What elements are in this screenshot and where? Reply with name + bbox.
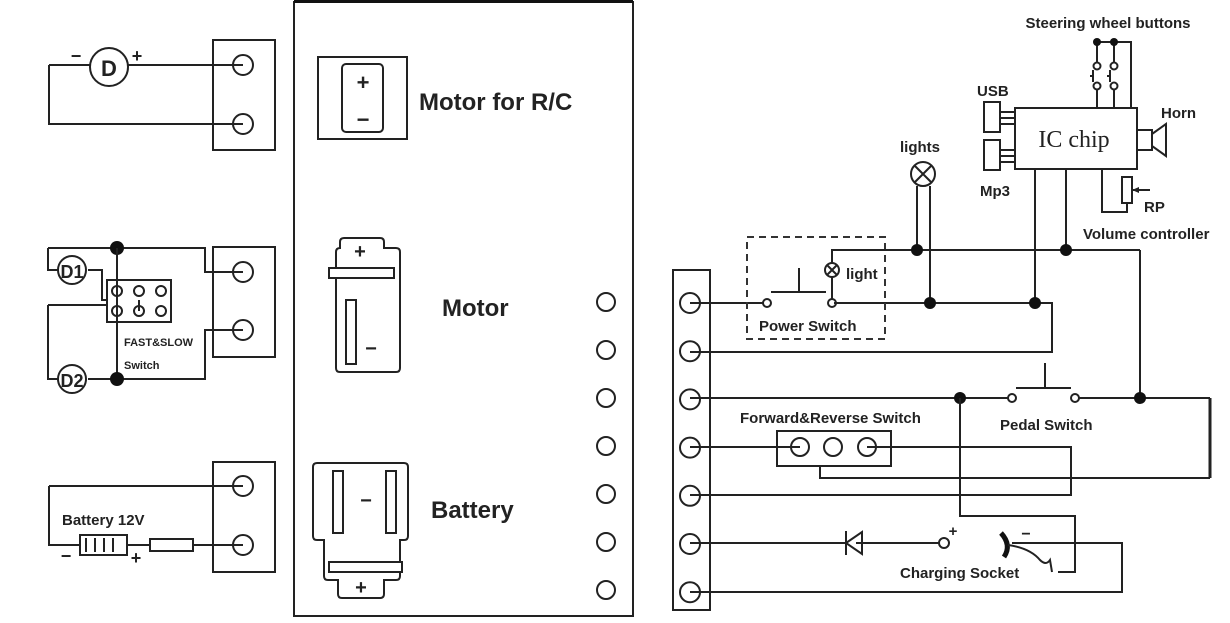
motor-connector-contact	[345, 299, 357, 365]
motor-connector-contact	[328, 267, 395, 279]
connector-terminal-hole	[596, 388, 616, 408]
battery-connector-contact	[332, 470, 344, 534]
volume-potentiometer	[1121, 176, 1133, 204]
plus-sign: +	[357, 70, 370, 95]
connector-terminal-hole	[596, 532, 616, 552]
pedal-contact	[1070, 393, 1080, 403]
ic-chip	[1014, 107, 1138, 170]
steering-button-switch	[1090, 70, 1111, 82]
charging-minus-sign: −	[1021, 526, 1030, 543]
dual-motor-circuit: D1 D2 FAST&SLOW Switch	[47, 241, 276, 394]
light-label: light	[846, 266, 878, 283]
horn-icon	[1151, 122, 1167, 158]
connector-terminal-hole	[596, 484, 616, 504]
rc-motor-label: Motor for R/C	[419, 89, 572, 116]
terminal-strip	[672, 269, 711, 611]
rp-label: RP	[1144, 199, 1165, 216]
battery-circuit: Battery 12V − +	[48, 461, 276, 573]
minus-sign: −	[71, 46, 82, 66]
connector-terminal-hole	[596, 292, 616, 312]
charging-socket-label: Charging Socket	[900, 565, 1019, 582]
connector-terminal-hole	[596, 580, 616, 600]
minus-sign: −	[61, 546, 72, 566]
volume-label: Volume controller	[1083, 226, 1210, 243]
dual-motor-terminal-box	[212, 246, 276, 358]
lights-bulb-icon	[910, 161, 936, 187]
power-switch-lever	[771, 268, 826, 293]
motor-label: Motor	[442, 295, 509, 322]
motor-d1-label: D1	[60, 262, 83, 282]
charging-minus-contact	[999, 531, 1010, 559]
light-bulb-icon	[824, 262, 840, 278]
battery-label: Battery 12V	[62, 512, 145, 529]
motor-d1-symbol	[57, 255, 87, 285]
usb-label: USB	[977, 83, 1009, 100]
connector-panel: + − Motor for R/C + − Motor − + Battery	[293, 0, 634, 617]
minus-sign: −	[357, 107, 370, 132]
fuse-symbol	[149, 538, 194, 552]
plus-sign: +	[131, 548, 142, 568]
ic-chip-label: IC chip	[1038, 127, 1109, 153]
plus-sign: +	[354, 241, 366, 263]
fast-slow-label: FAST&SLOW	[124, 337, 194, 349]
charging-plus-sign: +	[949, 523, 958, 540]
plus-sign: +	[355, 577, 367, 599]
charging-plus-contact	[938, 537, 950, 549]
usb-port	[983, 101, 1001, 133]
plus-sign: +	[132, 46, 143, 66]
control-circuit: light Power Switch lights IC chip USB Mp…	[672, 15, 1212, 611]
strip-terminal-hole	[679, 388, 701, 411]
connector-terminal-hole	[596, 436, 616, 456]
battery-connector-contact	[385, 470, 397, 534]
connector-terminal-hole	[596, 340, 616, 360]
motor-d2-symbol	[57, 364, 87, 394]
diode-icon	[844, 530, 863, 556]
lights-label: lights	[900, 139, 940, 156]
motor-symbol-label: D	[101, 56, 117, 81]
mp3-label: Mp3	[980, 183, 1010, 200]
battery-label: Battery	[431, 497, 514, 524]
minus-sign: −	[365, 338, 377, 360]
minus-sign: −	[360, 490, 372, 512]
forward-reverse-label: Forward&Reverse Switch	[740, 410, 921, 427]
power-switch-label: Power Switch	[759, 318, 857, 335]
pedal-switch-label: Pedal Switch	[1000, 417, 1093, 434]
forward-reverse-switch	[776, 430, 892, 467]
steering-buttons-label: Steering wheel buttons	[1025, 15, 1190, 32]
motor-terminal-box	[212, 39, 276, 151]
single-motor-circuit: D − +	[48, 39, 276, 151]
battery-connector-contact	[328, 561, 403, 573]
horn-label: Horn	[1161, 105, 1196, 122]
mp3-port	[983, 139, 1001, 171]
switch-label: Switch	[124, 360, 160, 372]
motor-symbol	[89, 47, 129, 87]
pedal-contact	[1007, 393, 1017, 403]
motor-d2-label: D2	[60, 371, 83, 391]
pedal-switch-lever	[1016, 363, 1071, 389]
switch-contact	[762, 298, 772, 308]
battery-terminal-box	[212, 461, 276, 573]
